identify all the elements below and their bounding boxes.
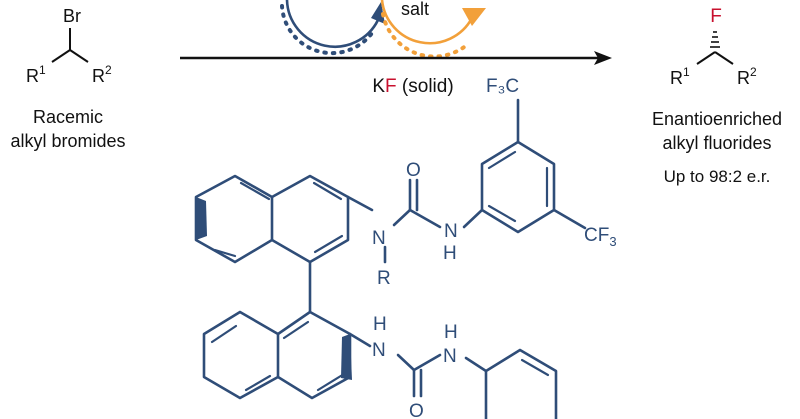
left-caption-line1: Racemic xyxy=(33,107,103,127)
catalytic-cycle: salt xyxy=(280,0,486,59)
r2-group-product: R2 xyxy=(737,65,757,88)
r-substituent: R xyxy=(377,268,391,289)
salt-label: salt xyxy=(401,0,429,19)
r2-group: R2 xyxy=(92,63,112,86)
lower-nh2-nitrogen: N xyxy=(443,346,457,367)
r1-group-product: R1 xyxy=(670,65,690,88)
right-caption-line1: Enantioenriched xyxy=(652,109,782,129)
upper-nitrogen: N xyxy=(372,228,386,249)
upper-aryl-ring xyxy=(480,140,556,234)
right-caption-line2: alkyl fluorides xyxy=(662,133,771,153)
r1-group: R1 xyxy=(26,63,46,86)
fluorine-atom: F xyxy=(710,6,722,27)
orange-cycle-arrowhead xyxy=(462,8,486,26)
lower-wedge xyxy=(341,334,352,380)
orange-cycle-arc xyxy=(380,0,474,45)
arrowhead xyxy=(594,51,612,65)
catalyst-labels: F₃C CF3 N O N H R H N H N O xyxy=(372,76,617,419)
upper-nh-nitrogen: N xyxy=(444,221,458,242)
reagent-label: KF (solid) xyxy=(372,76,453,97)
cf3-top-label: F₃C xyxy=(486,76,519,97)
upper-wedge xyxy=(196,197,207,240)
upper-naphthalene-right-ring xyxy=(270,174,350,264)
lower-carbonyl-oxygen: O xyxy=(409,401,424,419)
catalyst-structure xyxy=(194,98,587,419)
blue-cycle-arrowhead xyxy=(371,2,385,24)
right-caption-line3: Up to 98:2 e.r. xyxy=(664,167,771,186)
lower-naphthalene-right-ring xyxy=(276,310,352,400)
enantioenriched-alkyl-fluoride-structure: F R1 R2 xyxy=(670,6,757,88)
fluorine-highlight: F xyxy=(385,76,397,97)
upper-nh-hydrogen: H xyxy=(443,243,457,264)
cf3-right-label: CF3 xyxy=(584,225,617,249)
lower-naphthalene-left-ring xyxy=(202,310,280,400)
lower-nh2-hydrogen: H xyxy=(444,322,458,343)
left-caption-line2: alkyl bromides xyxy=(10,131,125,151)
upper-naphthalene-left-ring xyxy=(194,174,274,264)
upper-carbonyl-oxygen: O xyxy=(406,160,421,181)
hashed-wedge-bond xyxy=(710,31,720,48)
lower-phenyl-ring xyxy=(484,348,558,419)
blue-cycle-dots xyxy=(280,4,374,56)
lower-nh-hydrogen: H xyxy=(373,314,387,335)
reaction-arrow xyxy=(180,51,612,65)
bromine-atom: Br xyxy=(63,6,81,26)
racemic-alkyl-bromide-structure: Br R1 R2 xyxy=(26,6,112,86)
blue-cycle-arc xyxy=(285,0,380,48)
lower-nh-nitrogen: N xyxy=(372,340,386,361)
orange-cycle-dots xyxy=(381,12,470,59)
